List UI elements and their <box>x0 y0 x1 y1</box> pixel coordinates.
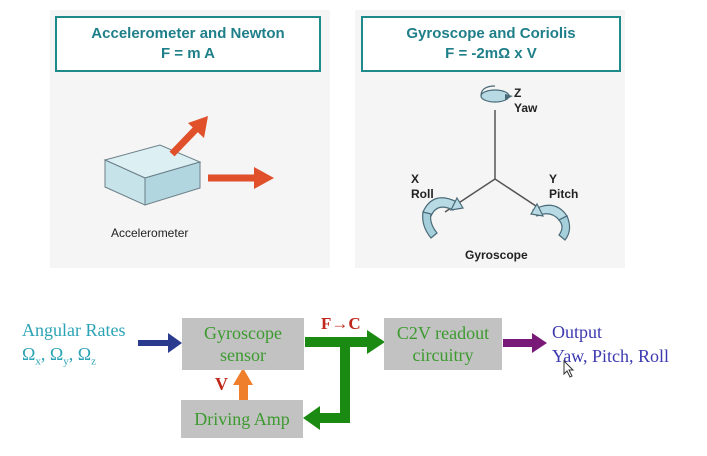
coriolis-path <box>305 337 369 347</box>
x-axis-label: X Roll <box>411 172 434 202</box>
drive-arrow <box>239 383 248 400</box>
readout-line2: circuitry <box>412 345 474 365</box>
gyroscope-illustration <box>422 85 571 241</box>
omega-y: Ωy <box>49 344 69 368</box>
z-axis-letter: Z <box>514 86 522 100</box>
roll-rotation-icon <box>422 196 464 239</box>
velocity-label: V <box>215 374 228 394</box>
accelerometer-title: Accelerometer and Newton <box>91 25 285 42</box>
x-axis-letter: X <box>411 172 420 186</box>
feedback-vertical-path <box>340 346 350 423</box>
driving-amp-block: Driving Amp <box>181 400 303 438</box>
sensor-line2: sensor <box>220 345 266 365</box>
roll-label: Roll <box>411 187 434 201</box>
gyroscope-title-box: Gyroscope and Coriolis F = -2mΩ x V <box>361 16 621 72</box>
mouse-cursor-icon <box>563 360 575 378</box>
horizontal-force-arrowhead <box>254 167 274 189</box>
input-arrowhead <box>168 333 182 353</box>
output-values: Yaw, Pitch, Roll <box>552 346 670 366</box>
yaw-label: Yaw <box>514 101 538 115</box>
upward-force-arrow <box>169 124 201 157</box>
output-label: Output <box>552 322 603 342</box>
gyroscope-sensor-block: Gyroscope sensor <box>182 318 304 370</box>
coriolis-arrowhead <box>367 330 385 354</box>
angular-rates-title: Angular Rates <box>22 320 126 340</box>
accelerometer-title-box: Accelerometer and Newton F = m A <box>55 16 321 72</box>
feedback-horizontal-path <box>318 413 350 423</box>
pitch-label: Pitch <box>549 187 579 201</box>
z-axis-label: Z Yaw <box>514 86 537 116</box>
pitch-rotation-icon <box>530 202 571 241</box>
newton-formula: F = m A <box>160 45 216 62</box>
y-axis-label: Y Pitch <box>549 172 578 202</box>
upward-force-arrowhead <box>188 116 208 138</box>
angular-rates-label: Angular Rates Ωx, Ωy, Ωz <box>22 320 126 368</box>
c2v-readout-block: C2V readout circuitry <box>384 318 502 370</box>
gyroscope-title: Gyroscope and Coriolis <box>406 25 576 42</box>
block-diagram-arrows <box>138 330 547 430</box>
omega-z: Ωz <box>77 344 97 368</box>
force-to-capacitance-label: F→C <box>321 314 361 333</box>
accelerometer-caption: Accelerometer <box>111 226 189 240</box>
sensor-line1: Gyroscope <box>204 323 282 343</box>
feedback-arrowhead <box>303 406 320 430</box>
coriolis-formula: F = -2mΩ x V <box>445 45 537 62</box>
yaw-rotation-icon <box>480 89 510 103</box>
gyroscope-caption: Gyroscope <box>465 248 528 262</box>
output-arrowhead <box>532 333 547 353</box>
driving-amp-label: Driving Amp <box>194 409 290 429</box>
output-block: Output Yaw, Pitch, Roll <box>552 320 669 368</box>
omega-x: Ωx <box>22 344 41 368</box>
drive-arrowhead <box>233 368 253 385</box>
block-side-face <box>144 161 201 206</box>
readout-line1: C2V readout <box>396 323 490 343</box>
accelerometer-illustration <box>103 116 274 206</box>
y-axis-letter: Y <box>549 172 558 186</box>
